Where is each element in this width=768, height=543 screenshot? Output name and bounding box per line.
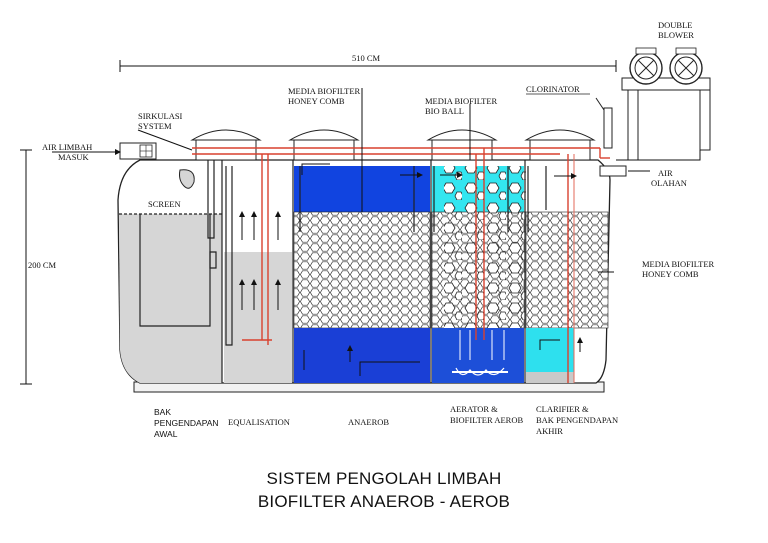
anaerob-honeycomb-media: [293, 211, 431, 329]
title-line-1: SISTEM PENGOLAH LIMBAH: [267, 469, 502, 488]
media-bioball-label-1: MEDIA BIOFILTER: [425, 96, 498, 106]
clarifier-water: [526, 328, 574, 372]
air-limbah-label-1: AIR LIMBAH: [42, 142, 92, 152]
bak-label-1: BAK: [154, 407, 171, 417]
flow-arrows: [239, 163, 583, 376]
double-blower: [616, 47, 711, 161]
length-dimension: 510 CM: [119, 53, 617, 72]
leader-lines: [137, 88, 614, 273]
bak-label-3: AWAL: [154, 429, 178, 439]
inlet-splash: [179, 169, 195, 189]
aerator-label-1: AERATOR &: [450, 404, 498, 414]
sirkulasi-label-2: SYSTEM: [138, 121, 172, 131]
title-line-2: BIOFILTER ANAEROB - AEROB: [258, 492, 510, 511]
media-honey-top-label-1: MEDIA BIOFILTER: [288, 86, 361, 96]
height-dimension: 200 CM: [20, 149, 57, 385]
clorinator: [526, 93, 613, 149]
bioball-media: [444, 166, 526, 328]
circulation-pipes: [192, 147, 610, 383]
media-honey-top-label-2: HONEY COMB: [288, 96, 345, 106]
screen-box: [139, 214, 211, 327]
air-limbah-label-2: MASUK: [58, 152, 90, 162]
anaerob-bottom-water: [294, 328, 430, 383]
media-bioball-label-2: BIO BALL: [425, 106, 464, 116]
aerator-label-2: BIOFILTER AEROB: [450, 415, 523, 425]
aerator-diffuser: [452, 330, 508, 376]
clarifier-honeycomb-media: [525, 211, 609, 329]
height-label: 200 CM: [28, 260, 57, 270]
air-olahan-label-2: OLAHAN: [651, 178, 687, 188]
equalisation-water: [224, 252, 292, 383]
anaerob-label: ANAEROB: [348, 417, 389, 427]
clorinator-label: CLORINATOR: [526, 84, 580, 94]
clarifier-label-3: AKHIR: [536, 426, 563, 436]
media-honey-right-label-1: MEDIA BIOFILTER: [642, 259, 715, 269]
clarifier-sludge: [526, 372, 574, 383]
outlet-pipe: [599, 165, 650, 177]
length-label: 510 CM: [352, 53, 381, 63]
double-blower-label-2: BLOWER: [658, 30, 694, 40]
screen-label: SCREEN: [148, 199, 181, 209]
clarifier-label-2: BAK PENGENDAPAN: [536, 415, 618, 425]
equalisation-air: [224, 170, 292, 252]
equalisation-label: EQUALISATION: [228, 417, 290, 427]
air-olahan-label-1: AIR: [658, 168, 673, 178]
bak-label-2: PENGENDAPAN: [154, 418, 219, 428]
sirkulasi-label-1: SIRKULASI: [138, 111, 183, 121]
compartment-walls: [119, 160, 547, 383]
manholes: [190, 129, 596, 161]
aerob-bottom-water: [432, 328, 524, 383]
double-blower-label-1: DOUBLE: [658, 20, 692, 30]
clarifier-label-1: CLARIFIER &: [536, 404, 589, 414]
media-honey-right-label-2: HONEY COMB: [642, 269, 699, 279]
bak-pengendapan-water: [119, 214, 222, 383]
inlet-pipe: [52, 142, 157, 160]
